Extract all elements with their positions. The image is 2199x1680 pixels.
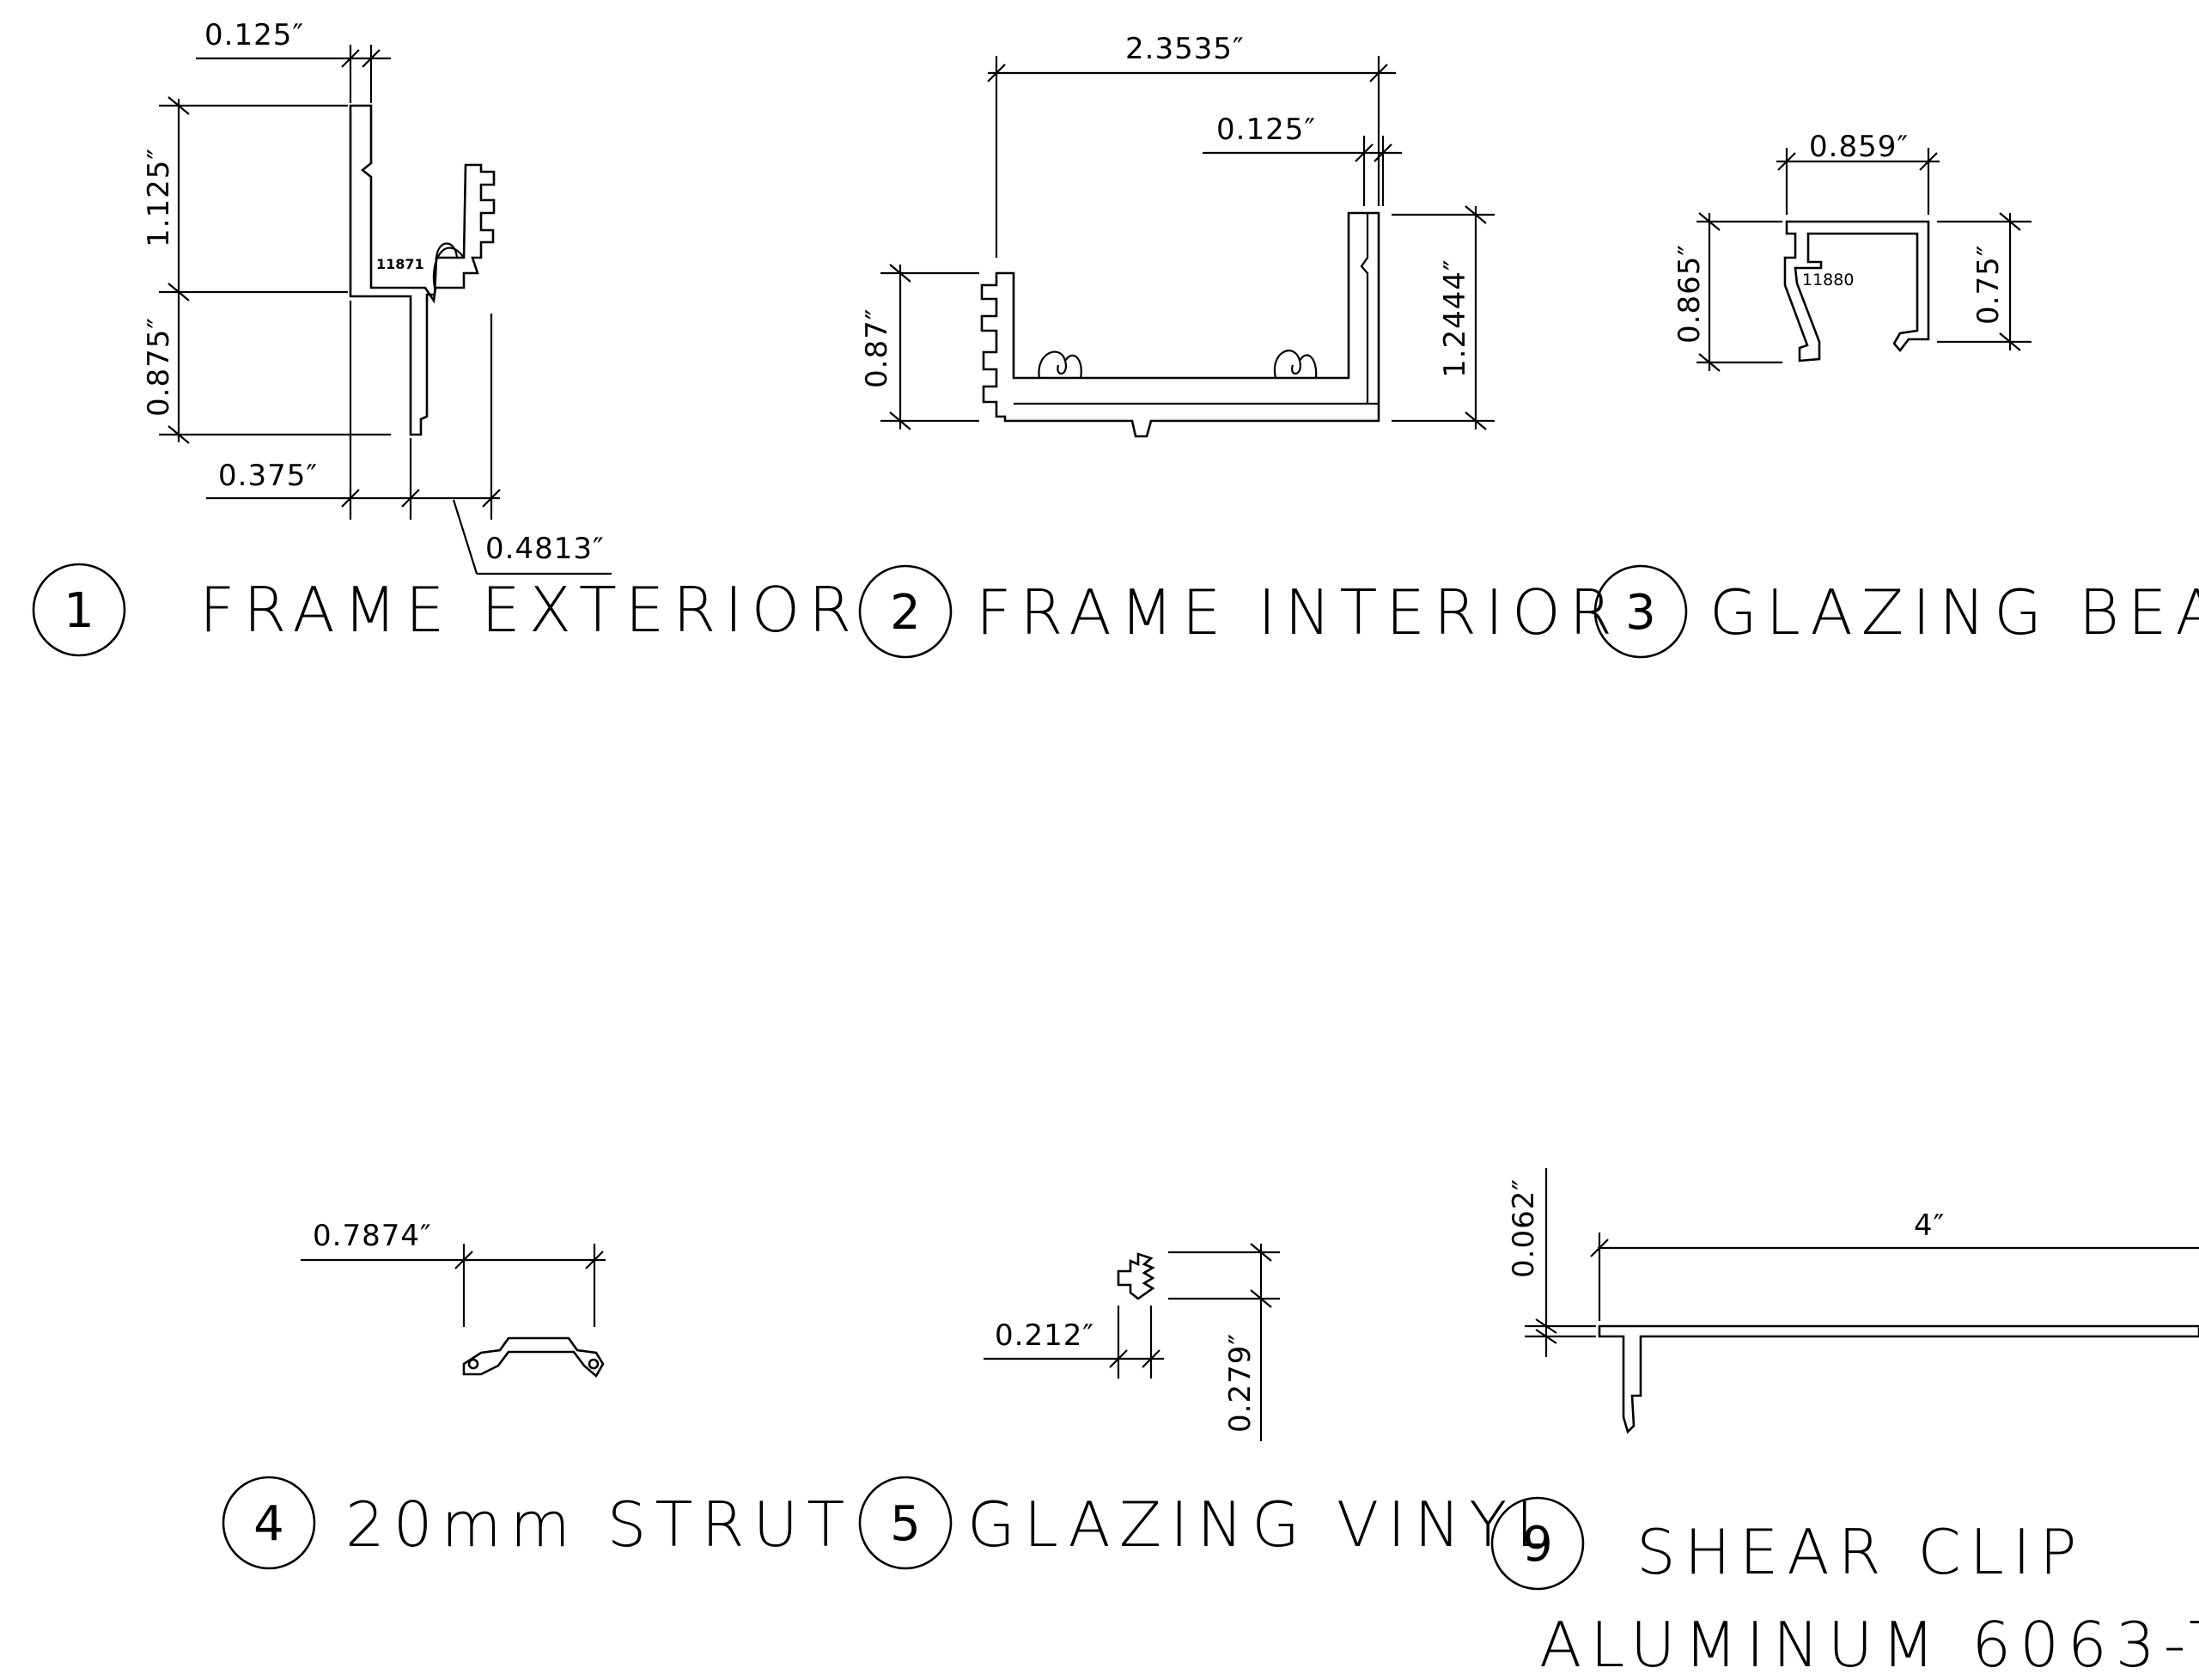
tick	[585, 1251, 604, 1269]
detail-9-callout-circle	[1490, 1496, 1585, 1591]
tick	[1250, 1243, 1272, 1262]
tick	[889, 264, 911, 283]
detail-2-number: 2	[890, 585, 921, 641]
dim-label-thickness: 0.062″	[1507, 1178, 1541, 1278]
dim-label-lower-height: 0.875″	[142, 317, 176, 417]
detail-5-title: GLAZING VINYL	[967, 1488, 1558, 1561]
strut-hole-left	[467, 1358, 479, 1370]
detail-9-shear-clip: 4″ 0.062″ 9 SHEAR CLIP ALUMINUM 6063-T5	[1490, 1168, 2199, 1680]
tick	[1355, 143, 1374, 162]
tick	[1142, 1349, 1160, 1368]
detail-4-20mm-strut: 0.7874″ 4 20mm STRUT	[222, 1219, 853, 1570]
dim-label-wall: 0.125″	[1216, 113, 1316, 147]
detail-3-title: GLAZING BEAD	[1709, 576, 2199, 648]
frame-exterior-profile	[349, 104, 496, 436]
dim-label-flange-width: 0.4813″	[485, 532, 605, 566]
detail-1-title: FRAME EXTERIOR	[199, 574, 860, 646]
dim-label-height: 0.279″	[1223, 1333, 1258, 1433]
frame-interior-profile	[980, 211, 1380, 438]
tick	[1250, 1289, 1272, 1308]
frame-interior-notch	[1360, 213, 1369, 404]
detail-9-number: 9	[1522, 1517, 1553, 1573]
dim-label-width: 0.7874″	[313, 1219, 432, 1253]
tick	[401, 489, 420, 508]
detail-4-title: 20mm STRUT	[345, 1488, 853, 1561]
dim-label-wall: 0.125″	[204, 18, 304, 52]
tick	[1698, 212, 1721, 231]
detail-3-callout-circle	[1593, 564, 1688, 659]
tick	[341, 49, 360, 68]
dim-label-right-height: 0.75″	[1971, 245, 2006, 325]
dim-label-left-height: 0.87″	[860, 308, 894, 388]
tick	[1999, 212, 2021, 231]
tick	[1535, 1329, 1557, 1344]
tick	[341, 489, 360, 508]
tick	[168, 96, 190, 115]
detail-3-number: 3	[1625, 585, 1656, 641]
detail-5-number: 5	[890, 1496, 921, 1552]
tick	[168, 425, 190, 444]
dim-label-left-height: 0.865″	[1672, 244, 1707, 344]
tick	[1919, 152, 1938, 171]
detail-3-glazing-bead: 11880 0.859″ 0.865″ 0.75″ 3 GLAZING BEAD	[1593, 130, 2199, 659]
tick	[1465, 205, 1487, 224]
tick	[1374, 143, 1392, 162]
tick	[1999, 332, 2021, 351]
dim-label-stem-offset: 0.375″	[218, 459, 318, 493]
tick	[168, 283, 190, 301]
tick	[1590, 1239, 1609, 1257]
detail-1-frame-exterior: 11871 0.125″ 1.125″ 0.875″ 0.375″ 0.4813…	[32, 18, 860, 657]
detail-2-callout-circle	[858, 564, 953, 659]
tick	[1369, 64, 1388, 82]
strut-profile	[462, 1336, 605, 1379]
tick	[1777, 152, 1796, 171]
tick	[1465, 411, 1487, 430]
frame-interior-hook-left	[1038, 350, 1082, 379]
tick	[362, 49, 381, 68]
detail-1-callout-circle	[32, 563, 126, 657]
leader-line	[452, 499, 478, 575]
material-note: ALUMINUM 6063-T5	[1539, 1609, 2199, 1680]
dim-label-right-height: 1.2444″	[1438, 259, 1472, 378]
dim-label-length: 4″	[1914, 1208, 1945, 1243]
detail-1-number: 1	[64, 583, 94, 639]
tick	[1535, 1318, 1557, 1334]
tick	[482, 489, 501, 508]
tick	[987, 64, 1006, 82]
dim-label-width: 0.859″	[1809, 130, 1909, 164]
glazing-vinyl-profile	[1117, 1252, 1155, 1300]
tick	[454, 1251, 473, 1269]
dim-label-width: 2.3535″	[1125, 32, 1245, 66]
frame-exterior-hook	[435, 242, 459, 259]
frame-interior-hook-right	[1273, 350, 1318, 379]
frame-exterior-part-no: 11871	[376, 256, 424, 272]
detail-5-glazing-vinyl: 0.212″ 0.279″ 5 GLAZING VINYL	[858, 1243, 1558, 1570]
dim-label-width: 0.212″	[995, 1318, 1094, 1353]
detail-5-callout-circle	[858, 1476, 953, 1570]
detail-9-title: SHEAR CLIP	[1636, 1516, 2086, 1588]
detail-4-number: 4	[253, 1496, 284, 1552]
tick	[1698, 353, 1721, 372]
detail-2-frame-interior: 2.3535″ 0.125″ 0.87″ 1.2444″ 2 FRAME INT…	[858, 32, 1621, 659]
frame-exterior-hook-2	[432, 247, 465, 289]
tick	[1109, 1349, 1128, 1368]
dim-label-upper-height: 1.125″	[142, 148, 176, 247]
detail-4-callout-circle	[222, 1476, 316, 1570]
tick	[889, 411, 911, 430]
detail-2-title: FRAME INTERIOR	[976, 576, 1621, 648]
strut-hole-right	[588, 1358, 600, 1370]
glazing-bead-part-no: 11880	[1802, 271, 1854, 289]
shear-clip-profile	[1598, 1324, 2199, 1434]
glazing-bead-profile	[1783, 220, 1930, 362]
